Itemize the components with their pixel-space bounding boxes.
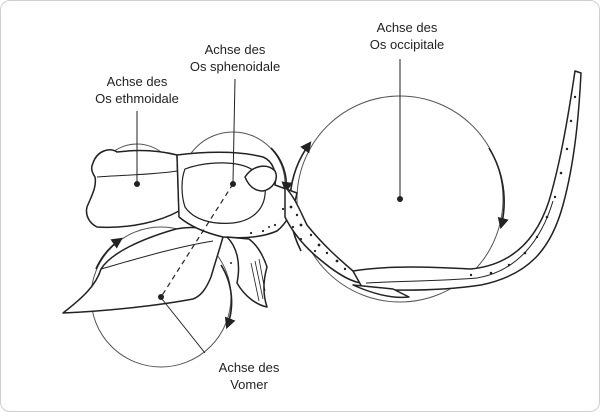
- vomer-ridge-line: [100, 240, 214, 270]
- axis-points: [134, 181, 403, 300]
- sphenoidale-arrow-down: [270, 147, 293, 194]
- clivus: [284, 186, 362, 284]
- label-sphenoidale: Achse des Os sphenoidale: [189, 42, 281, 74]
- sphenoidale-axis-point: [230, 181, 236, 187]
- leader-lines: [136, 59, 401, 354]
- label-vomer: Achse des Vomer: [218, 360, 280, 392]
- sella-turcica: [244, 165, 277, 192]
- vomer-bone: [62, 226, 224, 314]
- sphenoidale-leader-line: [232, 78, 236, 183]
- occipital-squama: [352, 70, 582, 291]
- occipitale-arrow-down: [488, 147, 509, 230]
- label-ethmoidale: Achse des Os ethmoidale: [95, 74, 179, 106]
- vomer-arrow-up: [95, 237, 123, 270]
- foramen-edge: [352, 284, 410, 299]
- vomer-axis-point: [158, 294, 164, 300]
- ethmoidale-axis-point: [134, 181, 140, 187]
- ethmoid-plate: [96, 170, 178, 178]
- pterygoid-process: [226, 236, 268, 308]
- bone-texture: [230, 95, 577, 277]
- sphenoid-sinus: [181, 162, 266, 224]
- ethmoid-bone: [85, 149, 180, 229]
- pterygoid-hatching: [250, 258, 266, 302]
- vomer-leader-line: [161, 298, 206, 354]
- sphenoid-vomer-axis-line: [160, 183, 234, 298]
- occipital-inner-line: [365, 200, 554, 284]
- bones: [62, 70, 582, 314]
- label-occipitale: Achse des Os occipitale: [369, 20, 445, 52]
- vomer-arrow-down: [220, 264, 236, 330]
- occipitale-axis-point: [397, 196, 403, 202]
